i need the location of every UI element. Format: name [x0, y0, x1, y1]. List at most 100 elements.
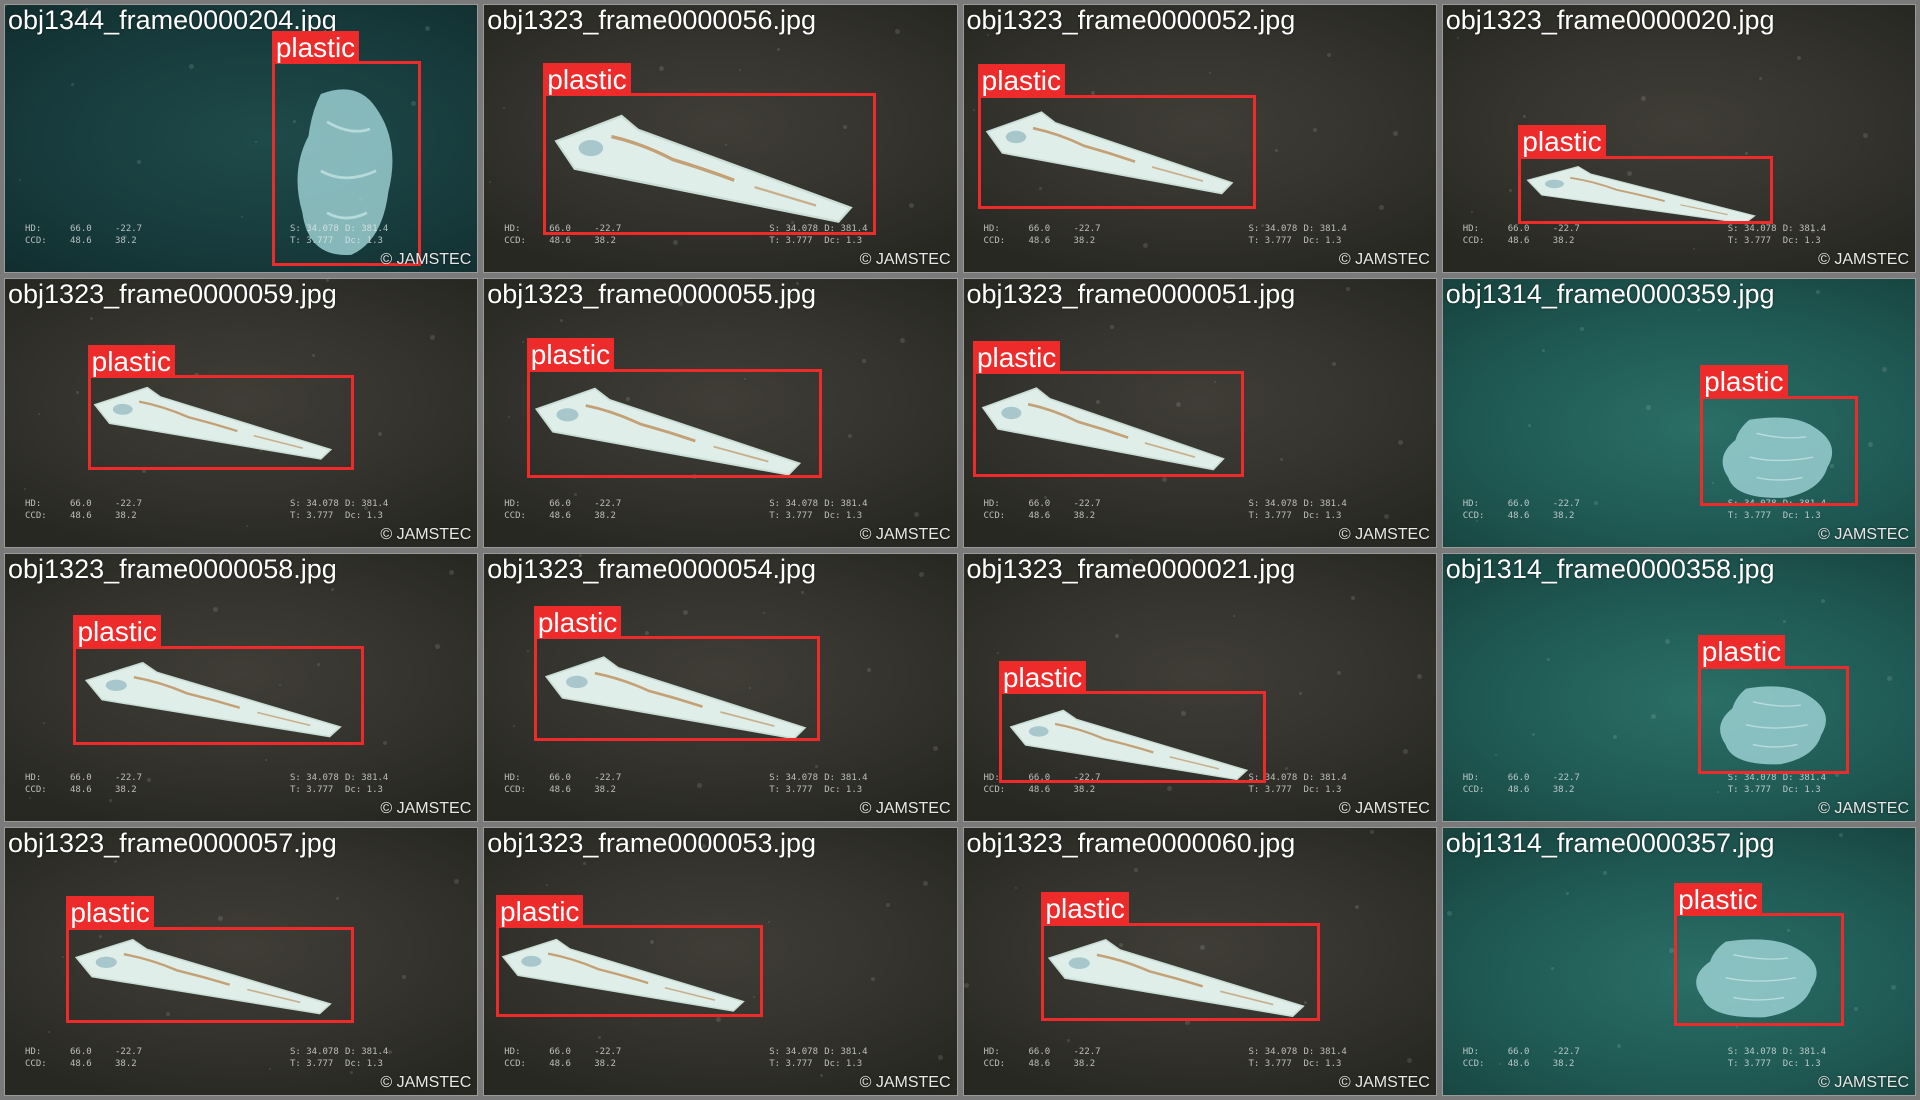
sediment-speck [1664, 639, 1670, 645]
telemetry-value: 48.6 [1028, 784, 1051, 795]
telemetry-value: Dc: 1.3 [1782, 510, 1821, 521]
telemetry-value: Dc: 1.3 [345, 510, 383, 521]
sediment-speck [583, 862, 587, 866]
sediment-speck [241, 216, 244, 219]
telemetry-value: T: 3.777 [1248, 510, 1292, 521]
telemetry-value: CCD: [983, 1059, 1006, 1069]
sediment-speck [545, 883, 548, 886]
detection-bounding-box: plastic [66, 896, 355, 1023]
telemetry-value: S: 34.078 [290, 772, 339, 783]
telemetry-value: Dc: 1.3 [1303, 1059, 1342, 1069]
sediment-speck [1839, 833, 1844, 838]
sediment-speck [503, 106, 506, 109]
sediment-speck [1119, 942, 1124, 947]
sediment-speck [165, 1012, 170, 1017]
telemetry-value: 66.0 [70, 772, 92, 783]
telemetry-value: 48.6 [70, 510, 92, 521]
sediment-speck [777, 47, 781, 51]
sediment-speck [42, 721, 45, 724]
telemetry-value: Dc: 1.3 [824, 1059, 863, 1069]
sediment-speck [512, 724, 515, 727]
telemetry-value: S: 34.078 [1248, 224, 1298, 235]
sediment-speck [1471, 210, 1474, 213]
sediment-speck [866, 668, 871, 673]
telemetry-value: T: 3.777 [769, 784, 813, 795]
sediment-speck [90, 316, 93, 320]
telemetry-value: CCD: [1462, 784, 1485, 795]
sediment-speck [1593, 501, 1598, 506]
sediment-speck [715, 1017, 721, 1023]
detection-bounding-box: plastic [998, 660, 1266, 784]
sediment-speck [909, 202, 915, 208]
sediment-speck [99, 934, 103, 938]
sediment-speck [507, 415, 510, 418]
detection-class-label: plastic [1674, 882, 1762, 917]
telemetry-value: HD: [504, 224, 521, 235]
telemetry-value: -22.7 [115, 1047, 143, 1057]
image-credit: © JAMSTEC [1818, 799, 1909, 817]
sediment-speck [573, 493, 577, 497]
telemetry-value: S: 34.078 [290, 1047, 339, 1057]
sediment-speck [448, 569, 454, 575]
telemetry-value: -22.7 [1073, 498, 1101, 509]
sediment-speck [434, 644, 440, 650]
sediment-speck [753, 996, 756, 999]
sediment-speck [1811, 229, 1816, 234]
telemetry-value: 38.2 [594, 784, 616, 795]
telemetry-value: -22.7 [1552, 1047, 1580, 1057]
detection-class-label: plastic [66, 896, 154, 930]
sediment-speck [899, 338, 905, 344]
sediment-speck [330, 588, 334, 592]
image-credit: © JAMSTEC [1818, 251, 1909, 269]
telemetry-value: CCD: [504, 784, 526, 795]
image-credit: © JAMSTEC [859, 251, 951, 269]
telemetry-value: Dc: 1.3 [1303, 236, 1342, 247]
telemetry-value: CCD: [983, 510, 1006, 521]
plastic-debris-object [1006, 706, 1252, 781]
image-filename: obj1323_frame0000053.jpg [487, 827, 817, 858]
sediment-speck [1043, 495, 1047, 499]
telemetry-value: 48.6 [70, 1059, 92, 1069]
image-filename: obj1323_frame0000052.jpg [966, 5, 1296, 35]
telemetry-value: S: 34.078 [1727, 1047, 1777, 1057]
telemetry-value: Dc: 1.3 [824, 236, 863, 247]
sediment-speck [923, 881, 929, 887]
telemetry-value: 48.6 [1507, 1059, 1530, 1069]
plastic-debris-object [1044, 935, 1308, 1018]
sediment-speck [269, 1068, 272, 1071]
image-filename: obj1344_frame0000204.jpg [8, 5, 337, 35]
telemetry-value: HD: [25, 224, 42, 235]
sediment-speck [113, 859, 117, 863]
telemetry-value: T: 3.777 [769, 236, 813, 247]
telemetry-value: D: 381.4 [345, 772, 389, 783]
sediment-speck [1109, 324, 1114, 329]
sediment-speck [23, 487, 26, 490]
sediment-speck [1298, 692, 1302, 696]
sediment-speck [625, 396, 630, 401]
sediment-speck [743, 378, 746, 381]
sediment-speck [1161, 477, 1167, 482]
sediment-speck [677, 300, 683, 306]
sediment-speck [1645, 404, 1651, 410]
telemetry-value: 48.6 [549, 1059, 571, 1069]
detection-bounding-box: plastic [543, 62, 877, 235]
sediment-speck [1626, 170, 1632, 176]
sediment-speck [1346, 287, 1351, 292]
sediment-speck [1782, 620, 1786, 624]
telemetry-value: S: 34.078 [1727, 772, 1777, 783]
plastic-debris-object [982, 107, 1237, 195]
plastic-bag-object [1705, 682, 1842, 768]
sediment-speck [75, 391, 79, 395]
telemetry-value: D: 381.4 [345, 498, 389, 509]
telemetry-value: 38.2 [115, 1059, 137, 1069]
telemetry-value: HD: [983, 1047, 1000, 1057]
telemetry-value: D: 381.4 [824, 224, 868, 235]
telemetry-value: 38.2 [1552, 510, 1575, 521]
telemetry-value: 48.6 [1507, 510, 1530, 521]
